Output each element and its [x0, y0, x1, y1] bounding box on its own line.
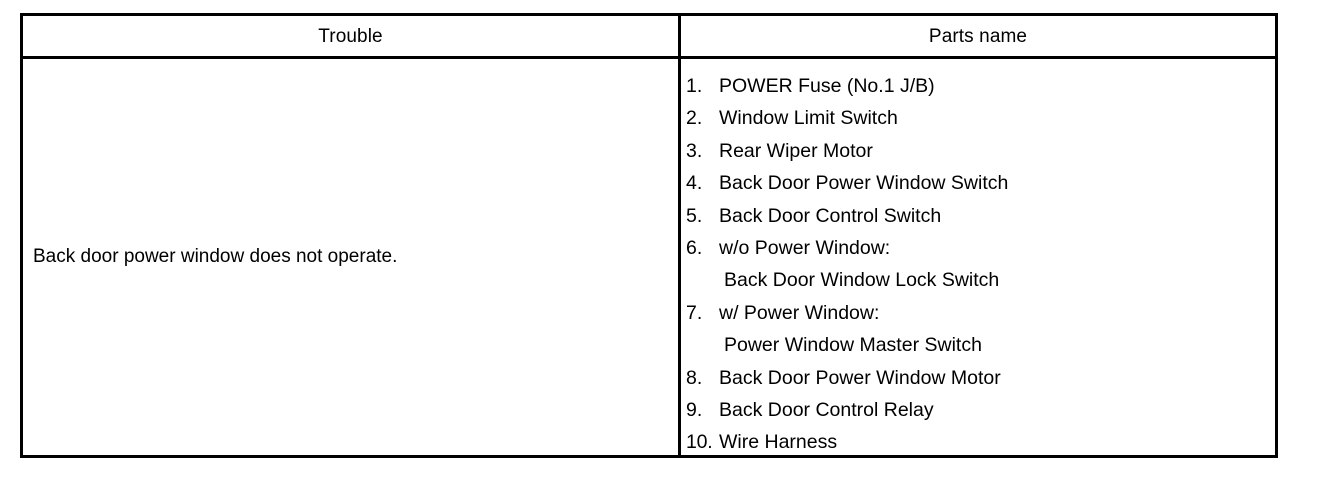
- column-header-parts-name: Parts name: [928, 25, 1028, 47]
- list-item-label: Window Limit Switch: [719, 107, 898, 130]
- list-item-number: 2.: [686, 107, 703, 130]
- list-item: 4. Back Door Power Window Switch: [681, 167, 1275, 199]
- list-item: 9. Back Door Control Relay: [681, 394, 1275, 426]
- list-item-number: 7.: [686, 301, 703, 324]
- list-item: 3. Rear Wiper Motor: [681, 135, 1275, 167]
- list-item-number: 6.: [686, 236, 703, 259]
- list-item-number: 5.: [686, 204, 703, 227]
- list-item-number: 9.: [686, 398, 703, 421]
- list-item-label: Back Door Power Window Switch: [719, 172, 1009, 195]
- list-item: 2. Window Limit Switch: [681, 102, 1275, 134]
- list-item: 1. POWER Fuse (No.1 J/B): [681, 70, 1275, 102]
- list-item-number: 4.: [686, 172, 703, 195]
- cell-trouble: Back door power window does not operate.: [23, 59, 681, 455]
- list-item: 8. Back Door Power Window Motor: [681, 362, 1275, 394]
- table-header-row: Trouble Parts name: [23, 16, 1275, 59]
- list-item-label: w/ Power Window:: [719, 301, 880, 324]
- list-item-label: Rear Wiper Motor: [719, 139, 873, 162]
- list-item-label: POWER Fuse (No.1 J/B): [719, 75, 935, 97]
- list-item-number: 1.: [686, 75, 703, 97]
- list-item-number: 10.: [686, 431, 713, 454]
- list-item: 7. w/ Power Window:: [681, 297, 1275, 329]
- list-item-label: Wire Harness: [719, 431, 838, 454]
- column-header-trouble: Trouble: [23, 16, 681, 56]
- list-item: 6. w/o Power Window:: [681, 232, 1275, 264]
- list-item-label: Back Door Control Relay: [719, 398, 934, 421]
- list-item-label: w/o Power Window:: [719, 236, 891, 259]
- list-item-label: Back Door Power Window Motor: [719, 366, 1001, 389]
- list-item-label: Back Door Control Switch: [719, 204, 942, 227]
- list-item-number: 8.: [686, 366, 703, 389]
- troubleshooting-table: Trouble Parts name Back door power windo…: [20, 13, 1278, 458]
- table-body-row: Back door power window does not operate.…: [23, 59, 1275, 455]
- list-item: 10. Wire Harness: [681, 426, 1275, 458]
- list-item: 5. Back Door Control Switch: [681, 200, 1275, 232]
- cell-parts-name: 1. POWER Fuse (No.1 J/B) 2. Window Limit…: [681, 59, 1275, 455]
- list-item-continuation: Power Window Master Switch: [724, 334, 982, 357]
- list-item-number: 3.: [686, 139, 703, 162]
- trouble-description: Back door power window does not operate.: [33, 245, 398, 267]
- list-item-continuation: Back Door Window Lock Switch: [724, 269, 1000, 292]
- parts-list: 1. POWER Fuse (No.1 J/B) 2. Window Limit…: [681, 59, 1275, 459]
